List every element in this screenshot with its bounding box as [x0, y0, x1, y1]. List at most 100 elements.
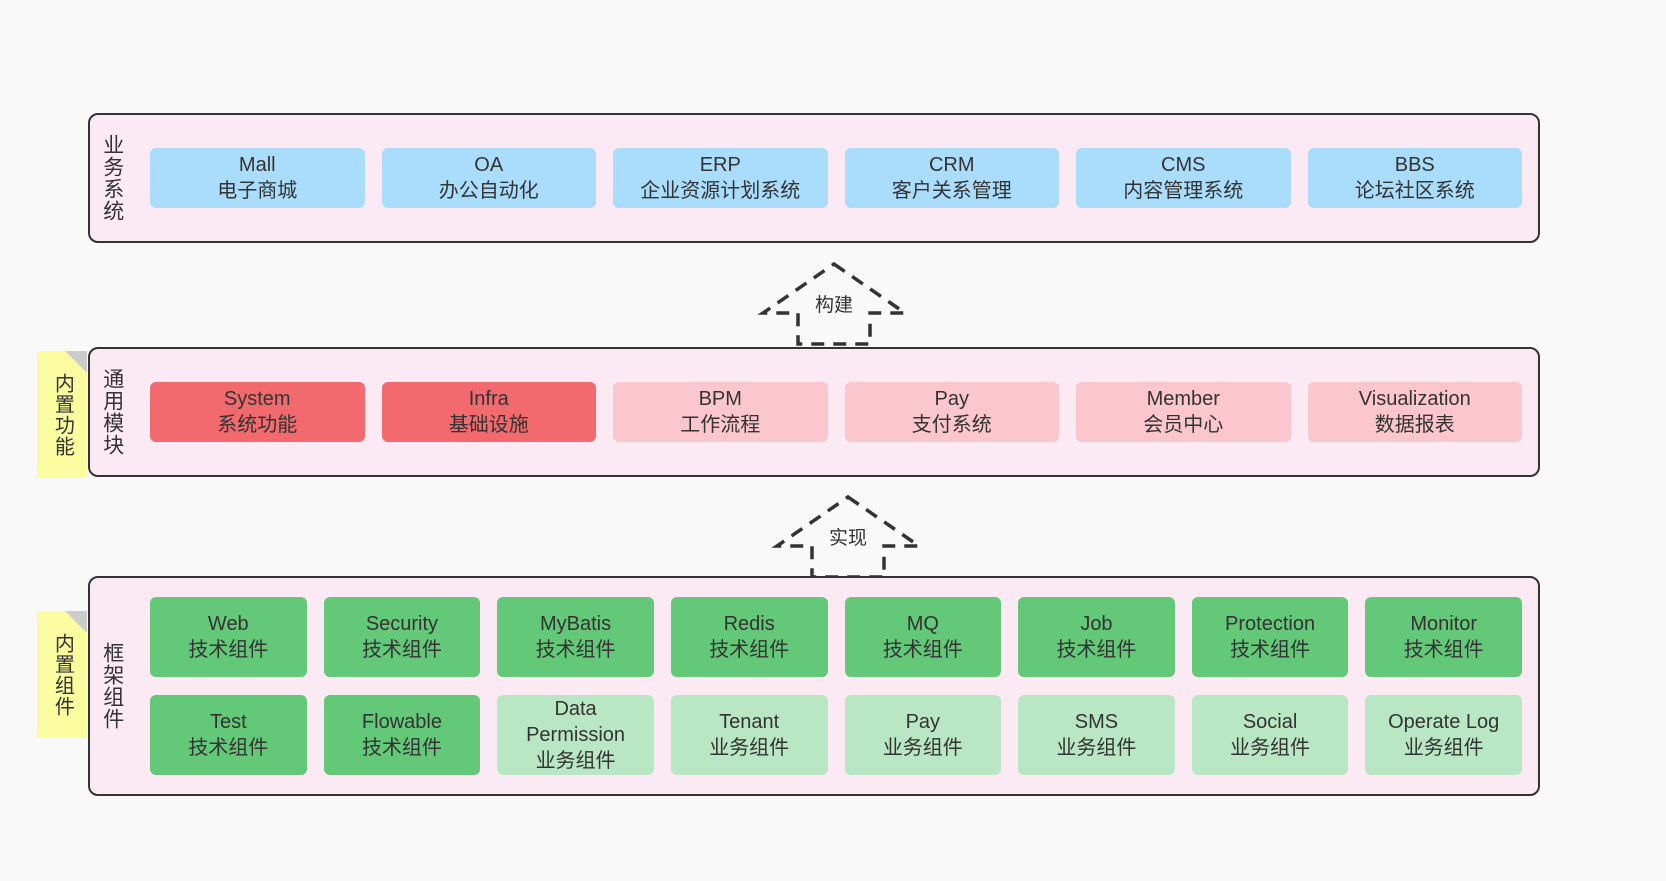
card-subtitle: 业务组件 [882, 737, 963, 759]
card-subtitle: 技术组件 [1403, 639, 1484, 661]
card-title: MQ [906, 613, 939, 635]
card-subtitle: 办公自动化 [438, 180, 539, 202]
card-mall[interactable]: Mall 电子商城 [150, 148, 365, 208]
card-job[interactable]: Job 技术组件 [1018, 597, 1175, 677]
band-label-common-modules: 通用模块 [100, 368, 124, 456]
card-subtitle: 技术组件 [361, 737, 442, 759]
note-label: 内置功能 [51, 372, 74, 457]
card-subtitle: 技术组件 [882, 639, 963, 661]
card-infra[interactable]: Infra 基础设施 [381, 382, 596, 442]
card-subtitle: 论坛社区系统 [1354, 180, 1475, 202]
note-label: 内置组件 [51, 632, 74, 717]
card-title: ERP [699, 154, 741, 176]
card-row: Test 技术组件 Flowable 技术组件 Data Permission … [150, 695, 1522, 775]
card-subtitle: 电子商城 [217, 180, 298, 202]
build-arrow-label: 构建 [814, 295, 853, 316]
card-redis[interactable]: Redis 技术组件 [670, 597, 828, 677]
card-row: Mall 电子商城 OA 办公自动化 ERP 企业资源计划系统 CRM 客户关系… [150, 148, 1522, 208]
card-title: Member [1146, 388, 1220, 410]
band-label-framework-components: 框架组件 [100, 642, 124, 730]
card-protection[interactable]: Protection 技术组件 [1191, 597, 1349, 677]
card-subtitle: 业务组件 [709, 737, 790, 759]
card-title: Pay [934, 388, 969, 410]
card-subtitle: 技术组件 [361, 639, 442, 661]
card-subtitle: 技术组件 [709, 639, 790, 661]
card-pay-module[interactable]: Pay 支付系统 [844, 382, 1059, 442]
card-subtitle: 会员中心 [1143, 414, 1224, 436]
card-web[interactable]: Web 技术组件 [150, 597, 307, 677]
card-monitor[interactable]: Monitor 技术组件 [1365, 597, 1522, 677]
card-subtitle: 技术组件 [1056, 639, 1137, 661]
card-flowable[interactable]: Flowable 技术组件 [323, 695, 481, 775]
card-cms[interactable]: CMS 内容管理系统 [1076, 148, 1291, 208]
card-subtitle: 系统功能 [217, 414, 298, 436]
card-title: Data Permission [526, 698, 626, 746]
card-title: Flowable [361, 711, 442, 733]
card-sms[interactable]: SMS 业务组件 [1018, 695, 1175, 775]
card-row: System 系统功能 Infra 基础设施 BPM 工作流程 Pay 支付系统… [150, 382, 1522, 442]
band-body-common-modules: System 系统功能 Infra 基础设施 BPM 工作流程 Pay 支付系统… [134, 349, 1538, 475]
card-title: Security [365, 613, 439, 635]
card-title: BPM [698, 388, 742, 410]
card-subtitle: 基础设施 [448, 414, 529, 436]
card-title: Visualization [1358, 388, 1471, 410]
band-common-modules: 通用模块 System 系统功能 Infra 基础设施 BPM 工作流程 Pay… [88, 347, 1540, 477]
card-system[interactable]: System 系统功能 [150, 382, 365, 442]
note-builtin-features: 内置功能 [37, 351, 87, 478]
card-bbs[interactable]: BBS 论坛社区系统 [1307, 148, 1522, 208]
card-subtitle: 业务组件 [535, 750, 616, 772]
card-subtitle: 技术组件 [1230, 639, 1311, 661]
card-title: Social [1242, 711, 1298, 733]
card-bpm[interactable]: BPM 工作流程 [613, 382, 828, 442]
card-title: CMS [1161, 154, 1206, 176]
card-subtitle: 内容管理系统 [1123, 180, 1244, 202]
card-social[interactable]: Social 业务组件 [1191, 695, 1349, 775]
card-title: MyBatis [540, 613, 612, 635]
card-subtitle: 技术组件 [188, 737, 269, 759]
card-title: Operate Log [1388, 711, 1500, 733]
folded-corner-icon [65, 611, 87, 633]
card-subtitle: 业务组件 [1056, 737, 1137, 759]
card-member[interactable]: Member 会员中心 [1076, 382, 1291, 442]
band-body-framework-components: Web 技术组件 Security 技术组件 MyBatis 技术组件 Redi… [134, 578, 1538, 794]
card-title: Protection [1225, 613, 1316, 635]
card-title: Tenant [719, 711, 780, 733]
implement-arrow-label: 实现 [828, 528, 867, 549]
card-oa[interactable]: OA 办公自动化 [381, 148, 596, 208]
card-data-permission[interactable]: Data Permission 业务组件 [497, 695, 654, 775]
band-framework-components: 框架组件 Web 技术组件 Security 技术组件 MyBatis 技术组件… [88, 576, 1540, 796]
card-row: Web 技术组件 Security 技术组件 MyBatis 技术组件 Redi… [150, 597, 1522, 677]
card-subtitle: 工作流程 [680, 414, 761, 436]
card-title: Pay [905, 711, 941, 733]
band-business-systems: 业务系统 Mall 电子商城 OA 办公自动化 ERP 企业资源计划系统 CRM… [88, 113, 1540, 243]
card-title: Monitor [1410, 613, 1478, 635]
card-mq[interactable]: MQ 技术组件 [844, 597, 1002, 677]
card-title: Redis [723, 613, 775, 635]
card-security[interactable]: Security 技术组件 [323, 597, 481, 677]
card-title: BBS [1394, 154, 1435, 176]
card-title: Web [207, 613, 249, 635]
card-subtitle: 技术组件 [188, 639, 269, 661]
folded-corner-icon [65, 351, 87, 373]
card-subtitle: 企业资源计划系统 [640, 180, 801, 202]
band-body-business-systems: Mall 电子商城 OA 办公自动化 ERP 企业资源计划系统 CRM 客户关系… [134, 115, 1538, 241]
card-pay-component[interactable]: Pay 业务组件 [844, 695, 1002, 775]
card-crm[interactable]: CRM 客户关系管理 [844, 148, 1059, 208]
card-title: System [223, 388, 291, 410]
card-mybatis[interactable]: MyBatis 技术组件 [497, 597, 654, 677]
card-operate-log[interactable]: Operate Log 业务组件 [1365, 695, 1522, 775]
card-subtitle: 业务组件 [1403, 737, 1484, 759]
card-visualization[interactable]: Visualization 数据报表 [1307, 382, 1522, 442]
band-label-business-systems: 业务系统 [100, 134, 124, 222]
card-erp[interactable]: ERP 企业资源计划系统 [613, 148, 828, 208]
card-subtitle: 数据报表 [1374, 414, 1455, 436]
card-title: Infra [468, 388, 509, 410]
card-title: SMS [1074, 711, 1119, 733]
card-title: Mall [238, 154, 276, 176]
card-subtitle: 业务组件 [1230, 737, 1311, 759]
card-title: Test [209, 711, 247, 733]
card-subtitle: 客户关系管理 [891, 180, 1012, 202]
card-test[interactable]: Test 技术组件 [150, 695, 307, 775]
card-tenant[interactable]: Tenant 业务组件 [670, 695, 828, 775]
